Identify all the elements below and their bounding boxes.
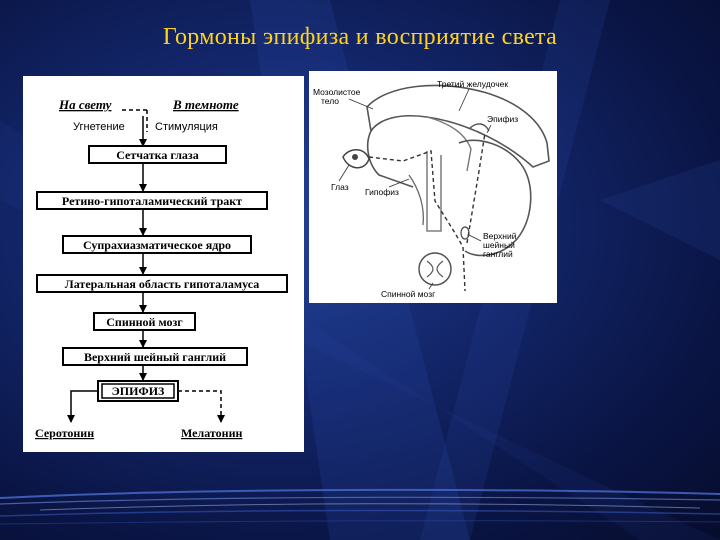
pituitary-stalk	[408, 174, 425, 226]
label-in-light: На свету	[58, 97, 112, 112]
leader-pituitary	[388, 178, 410, 188]
third-ventricle-shape	[426, 116, 472, 172]
leader-corpus-callosum	[348, 98, 374, 110]
ganglion-shape	[460, 226, 470, 240]
leader-ganglion	[468, 234, 482, 242]
flowchart-diagram: На свету В темноте Угнетение Стимуляция …	[35, 97, 288, 440]
corpus-callosum-shape	[366, 84, 550, 168]
label-spinal-cord: Спинной мозг	[381, 289, 435, 299]
bottom-decoration	[0, 488, 720, 525]
leader-eye	[338, 164, 350, 182]
label-ganglion-1: Верхний	[483, 231, 517, 241]
pineal-shape	[468, 123, 490, 132]
cerebellum-shape	[458, 139, 532, 257]
label-corpus-callosum-1: Мозолистое	[313, 87, 361, 97]
eye-shape	[342, 149, 370, 169]
leader-spinal-cord	[428, 282, 434, 290]
label-ganglion-3: ганглий	[483, 249, 513, 259]
node-spinal-cord: Спинной мозг	[106, 315, 183, 329]
node-retinohypothalamic-tract: Ретино-гипоталамический тракт	[62, 194, 242, 208]
fornix-shape	[366, 130, 414, 188]
node-suprachiasmatic-nucleus: Супрахиазматическое ядро	[83, 238, 231, 252]
label-pineal: Эпифиз	[487, 114, 518, 124]
node-retina: Сетчатка глаза	[116, 148, 199, 162]
label-eye: Глаз	[331, 182, 349, 192]
anatomy-panel: Мозолистое тело Третий желудочек Эпифиз …	[309, 71, 557, 303]
brainstem-shape	[426, 151, 442, 232]
neural-pathway-dashed	[368, 150, 466, 292]
node-lateral-hypothalamus-box	[36, 274, 288, 293]
label-stimulation: Стимуляция	[155, 121, 218, 133]
arrow-to-serotonin	[67, 390, 98, 423]
flowchart-panel: На свету В темноте Угнетение Стимуляция …	[23, 76, 304, 452]
label-inhibition: Угнетение	[73, 121, 125, 133]
pupil-shape	[352, 154, 358, 160]
pathway-to-pineal	[466, 132, 486, 244]
node-tract-box	[36, 191, 268, 210]
label-third-ventricle: Третий желудочек	[437, 79, 508, 89]
node-superior-cervical-ganglion: Верхний шейный ганглий	[84, 350, 226, 364]
spinal-gray-matter	[426, 260, 444, 278]
node-lateral-hypothalamus: Латеральная область гипоталамуса	[65, 277, 259, 291]
label-in-dark: В темноте	[172, 97, 239, 112]
label-corpus-callosum-2: тело	[321, 96, 339, 106]
dashed-arrow-to-melatonin	[178, 390, 225, 423]
output-melatonin: Мелатонин	[181, 426, 242, 440]
node-retina-box	[88, 145, 227, 164]
node-scn-box	[62, 235, 252, 254]
slide-title: Гормоны эпифиза и восприятие света	[162, 24, 558, 50]
leader-third-ventricle	[458, 88, 470, 112]
label-pituitary: Гипофиз	[365, 187, 399, 197]
anatomy-diagram: Мозолистое тело Третий желудочек Эпифиз …	[313, 79, 550, 299]
node-ganglion-box	[62, 347, 248, 366]
output-serotonin: Серотонин	[35, 426, 94, 440]
leader-pineal	[486, 124, 492, 134]
label-ganglion-2: шейный	[483, 240, 515, 250]
node-pineal-gland: ЭПИФИЗ	[112, 384, 165, 398]
spinal-cord-section	[418, 252, 452, 286]
node-spinal-cord-box	[93, 312, 196, 331]
node-pineal-inner-box	[101, 383, 175, 399]
